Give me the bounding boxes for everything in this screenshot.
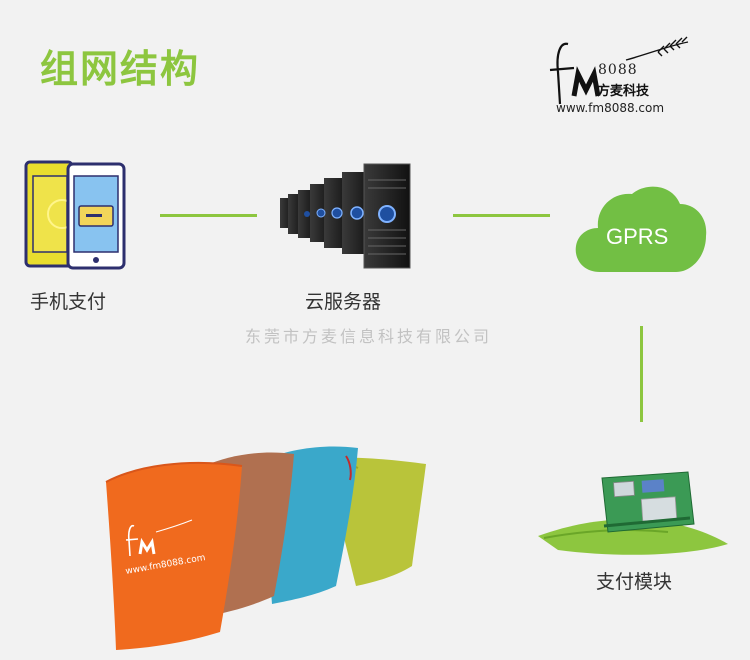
logo-url: www.fm8088.com [556,101,665,115]
logo-number: 8088 [598,62,638,78]
gprs-label: GPRS [606,224,669,249]
phone-payment-label: 手机支付 [30,291,107,313]
cloud-server-label: 云服务器 [305,291,382,313]
logo-brand-text: 方麦科技 [597,84,650,99]
server-icon [280,163,411,269]
watermark-text: 东莞市方麦信息科技有限公司 [245,327,493,346]
phone-payment-icon [24,160,126,270]
page-title: 组网结构 [40,47,201,91]
connector-line [453,214,550,217]
brand-logo [549,36,689,105]
payment-module-label: 支付模块 [596,571,673,593]
cloud-icon [575,186,707,272]
cushion-products-image: www.fm8088.com [105,446,426,650]
connector-line [160,214,257,217]
connector-line [640,326,643,422]
payment-module-image [538,471,728,555]
